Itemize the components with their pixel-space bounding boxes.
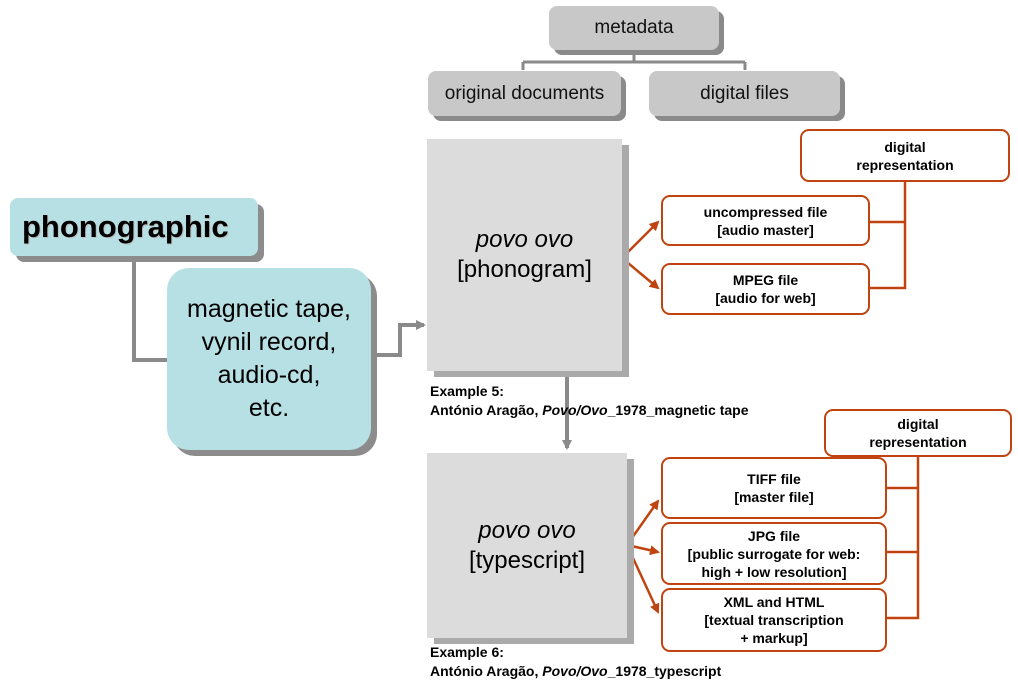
tiff-file-node: TIFF file [master file] xyxy=(661,457,887,519)
media-to-phonogram-arrow xyxy=(370,320,426,357)
phonogram-box: povo ovo [phonogram] xyxy=(427,139,622,371)
xml-html-node: XML and HTML [textual transcription + ma… xyxy=(661,588,887,652)
file-description: + markup] xyxy=(740,630,808,646)
phonographic-node: phonographic xyxy=(10,198,258,256)
media-item: audio-cd, xyxy=(217,361,321,389)
source-connector xyxy=(132,256,180,362)
file-description: [public surrogate for web: xyxy=(687,545,861,562)
file-description: [textual transcription xyxy=(704,612,844,628)
file-label: TIFF file xyxy=(747,471,801,487)
media-node: magnetic tape, vynil record, audio-cd, e… xyxy=(167,268,371,450)
file-description: [audio for web] xyxy=(715,290,816,306)
example5-digital-representation: digital representation xyxy=(800,129,1010,182)
media-item: magnetic tape, xyxy=(187,295,351,323)
phonogram-title: povo ovo xyxy=(475,226,574,253)
example5-arrows xyxy=(621,182,907,290)
media-item: vynil record, xyxy=(201,328,337,356)
metadata-tree-connector xyxy=(521,50,747,70)
caption-credit: António Aragão, Povo/Ovo_1978_magnetic t… xyxy=(430,402,749,418)
original-documents-node: original documents xyxy=(428,71,621,116)
uncompressed-file-node: uncompressed file [audio master] xyxy=(661,195,870,246)
digital-representation-label: digital xyxy=(884,138,926,155)
example6-caption: Example 6: António Aragão, Povo/Ovo_1978… xyxy=(430,643,721,681)
typescript-title: povo ovo xyxy=(478,516,576,544)
jpg-file-node: JPG file [public surrogate for web: high… xyxy=(661,522,887,585)
phonographic-label: phonographic xyxy=(22,209,229,244)
media-item: etc. xyxy=(248,394,290,422)
example6-arrows xyxy=(625,457,920,620)
metadata-node: metadata xyxy=(549,6,719,50)
file-label: MPEG file xyxy=(732,272,799,288)
mpeg-file-node: MPEG file [audio for web] xyxy=(661,263,870,315)
example5-caption: Example 5: António Aragão, Povo/Ovo_1978… xyxy=(430,382,748,420)
typescript-subtitle: [typescript] xyxy=(468,546,586,574)
file-label: uncompressed file xyxy=(703,203,828,220)
digital-representation-label: representation xyxy=(856,156,954,173)
caption-heading: Example 5: xyxy=(430,383,504,399)
example6-digital-representation: digital representation xyxy=(824,409,1012,457)
phonogram-subtitle: [phonogram] xyxy=(457,256,592,283)
file-label: JPG file xyxy=(747,527,801,544)
digital-files-node: digital files xyxy=(649,71,840,116)
digital-representation-label: representation xyxy=(869,434,967,450)
file-description: high + low resolution] xyxy=(701,563,847,580)
caption-heading: Example 6: xyxy=(430,644,504,660)
caption-credit: António Aragão, Povo/Ovo_1978_typescript xyxy=(430,663,722,679)
typescript-box: povo ovo [typescript] xyxy=(427,453,627,638)
file-description: [audio master] xyxy=(717,221,814,238)
file-label: XML and HTML xyxy=(723,594,825,610)
digital-representation-label: digital xyxy=(897,416,939,432)
file-description: [master file] xyxy=(734,489,814,505)
